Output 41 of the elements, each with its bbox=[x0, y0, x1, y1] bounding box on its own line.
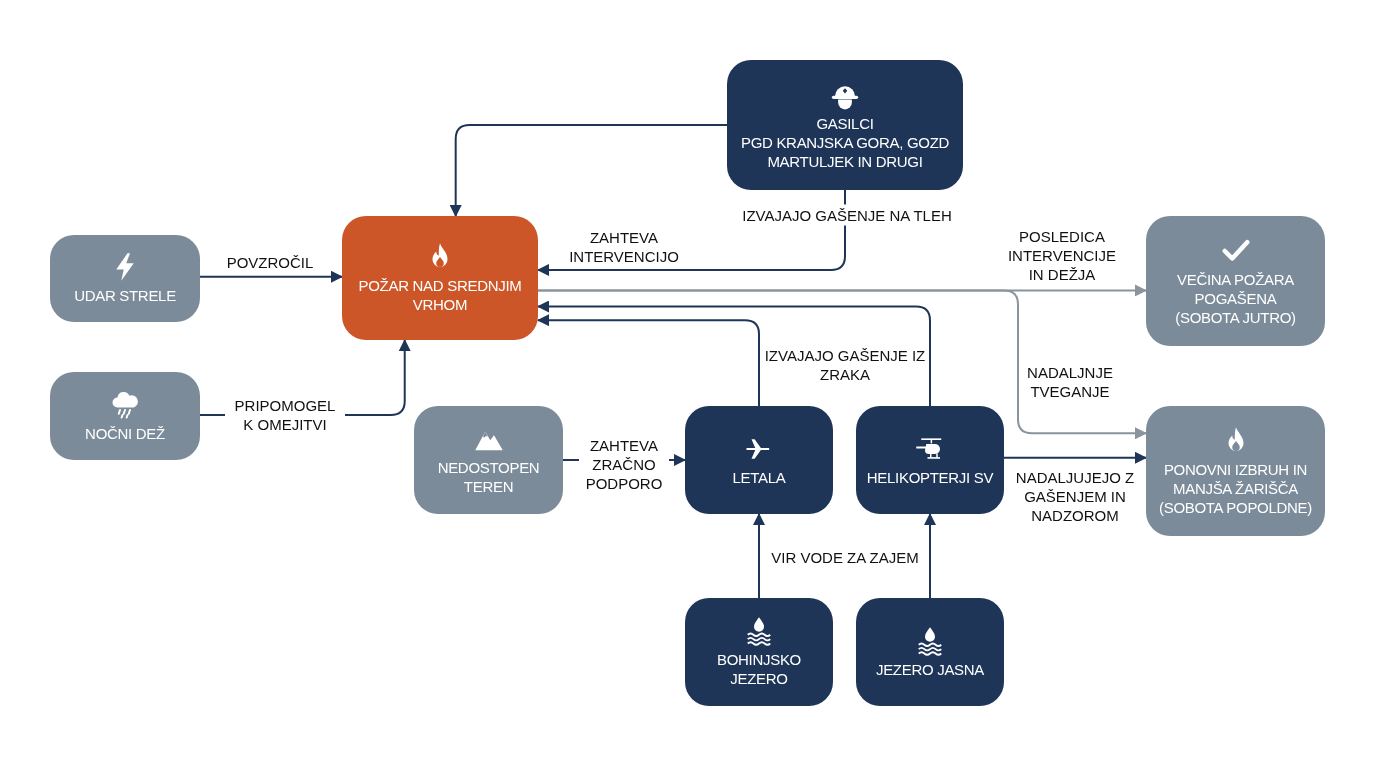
arrow bbox=[537, 300, 931, 407]
node-label: HELIKOPTERJI SV bbox=[866, 467, 994, 487]
node-subtitle: (SOBOTA JUTRO) bbox=[1175, 307, 1296, 327]
node-label: POŽAR NAD SREDNJIM VRHOM bbox=[357, 276, 523, 314]
actor-box bbox=[685, 406, 833, 514]
annotation-text: ZAHTEVA INTERVENCIJO bbox=[568, 228, 680, 266]
arrow bbox=[924, 513, 936, 599]
arrow bbox=[537, 314, 760, 407]
node-label: VEČINA POŽARA POGAŠENA bbox=[1176, 269, 1295, 308]
node-label: BOHINJSKO JEZERO bbox=[716, 650, 802, 688]
node-label: GASILCI bbox=[816, 113, 874, 133]
arrow bbox=[537, 189, 846, 276]
arrow bbox=[537, 289, 1147, 440]
edge-label: POSLEDICA INTERVENCIJE IN DEŽJA bbox=[1006, 226, 1118, 284]
node-subtitle: (SOBOTA POPOLDNE) bbox=[1159, 497, 1312, 517]
node-label: JEZERO JASNA bbox=[875, 659, 985, 679]
status-box bbox=[414, 406, 563, 514]
node-label: NOČNI DEŽ bbox=[85, 423, 165, 443]
actor-box bbox=[856, 598, 1004, 706]
edge-label: NADALJNJE TVEGANJE bbox=[1026, 363, 1114, 401]
node-label: NEDOSTOPEN TEREN bbox=[436, 458, 541, 496]
actor-box bbox=[727, 60, 963, 190]
status-box bbox=[1146, 216, 1325, 346]
node-subtitle: PGD KRANJSKA GORA, GOZD MARTULJEK IN DRUGI bbox=[739, 132, 951, 171]
status-box bbox=[50, 372, 200, 460]
edge-label: POVZROČIL bbox=[225, 252, 315, 272]
arrow bbox=[753, 513, 765, 599]
edge-label: VIR VODE ZA ZAJEM bbox=[770, 547, 920, 567]
status-box bbox=[50, 235, 200, 322]
node-label: PONOVNI IZBRUH IN MANJŠA ŽARIŠČA bbox=[1162, 459, 1309, 498]
node-label: LETALA bbox=[732, 467, 786, 487]
actor-box bbox=[856, 406, 1004, 514]
arrow bbox=[449, 124, 728, 217]
edge-label: NADALJUJEJO Z GAŠENJEM IN NADZOROM bbox=[1014, 467, 1136, 525]
arrow bbox=[1003, 451, 1147, 464]
edge-label: IZVAJAJO GAŠENJE IZ ZRAKA bbox=[763, 346, 927, 384]
arrow bbox=[199, 270, 343, 283]
node-label: UDAR STRELE bbox=[74, 286, 176, 305]
actor-box bbox=[685, 598, 833, 706]
status-box bbox=[1146, 406, 1325, 536]
event-box bbox=[342, 216, 538, 340]
